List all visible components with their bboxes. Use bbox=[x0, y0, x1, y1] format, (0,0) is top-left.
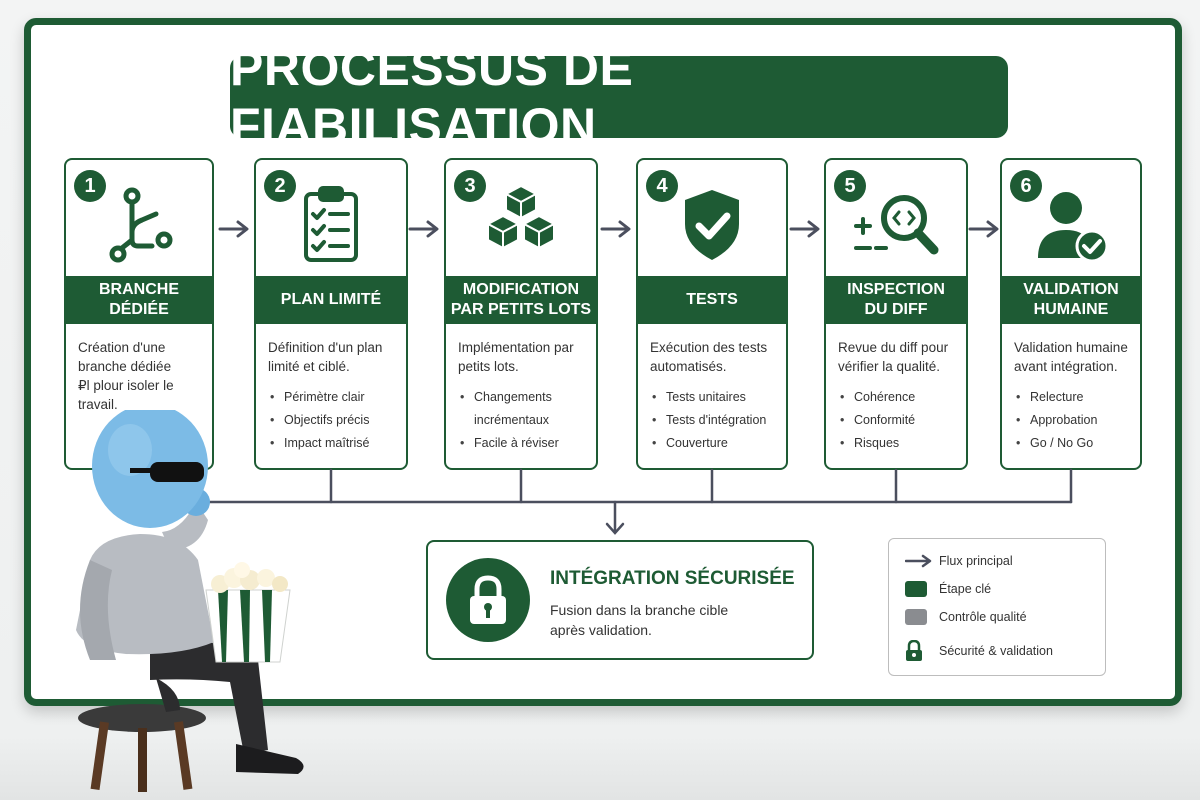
step-description: Revue du diff pour vérifier la qualité. bbox=[838, 340, 949, 374]
padlock-icon bbox=[906, 640, 922, 661]
step-description: Création d'une branche dédiée ₽l plour i… bbox=[78, 340, 174, 412]
user-check-icon bbox=[1038, 192, 1109, 263]
step-bullets: Périmètre clair Objectifs précis Impact … bbox=[268, 386, 400, 455]
diff-magnifier-icon bbox=[854, 195, 939, 255]
step-title: MODIFICATION PAR PETITS LOTS bbox=[446, 276, 596, 324]
step-bullets: Changements incrémentaux Facile à révise… bbox=[458, 386, 590, 455]
step-number: 1 bbox=[74, 170, 106, 202]
step-card-2: 2 PLAN LIMITÉ Définition d'un plan limit… bbox=[254, 158, 408, 470]
legend-item-key-step: Étape clé bbox=[905, 577, 991, 601]
flow-arrow-2-3 bbox=[408, 220, 439, 238]
step-title: TESTS bbox=[638, 276, 786, 324]
step-card-5: 5 INSPECTION DU DIFF Revue du diff pour … bbox=[824, 158, 968, 470]
clipboard-checklist-icon bbox=[304, 186, 358, 262]
step-description: Définition d'un plan limité et ciblé. bbox=[268, 340, 383, 374]
character-head bbox=[92, 410, 208, 528]
flow-arrow-1-2 bbox=[218, 220, 249, 238]
list-item: Impact maîtrisé bbox=[268, 432, 400, 455]
step-description: Validation humaine avant intégration. bbox=[1014, 340, 1128, 374]
list-item: Cohérence bbox=[838, 386, 960, 409]
legend-item-flow: Flux principal bbox=[905, 549, 1013, 573]
list-item: incrémentaux bbox=[474, 413, 550, 427]
step-number: 5 bbox=[834, 170, 866, 202]
step-number: 2 bbox=[264, 170, 296, 202]
popcorn-bucket bbox=[205, 562, 291, 663]
padlock-icon bbox=[470, 575, 506, 624]
step-card-3: 3 MODIFICATION PAR PETITS LOTS Implément… bbox=[444, 158, 598, 470]
list-item: Couverture bbox=[650, 432, 780, 455]
step-card-1: 1 BRANCHE DÉDIÉE Création d'une branche … bbox=[64, 158, 214, 470]
legend-item-quality: Contrôle qualité bbox=[905, 605, 1027, 629]
list-item: Tests unitaires bbox=[650, 386, 780, 409]
gray-swatch bbox=[905, 609, 927, 625]
list-item: Changements bbox=[458, 386, 590, 409]
shield-check-icon bbox=[685, 190, 739, 260]
cubes-icon bbox=[487, 185, 555, 249]
list-item: Go / No Go bbox=[1014, 432, 1134, 455]
arrow-icon bbox=[905, 554, 932, 568]
flow-arrow-4-5 bbox=[789, 220, 820, 238]
step-bullets: Tests unitaires Tests d'intégration Couv… bbox=[650, 386, 780, 455]
step-description: Exécution des tests automatisés. bbox=[650, 340, 768, 374]
step-card-6: 6 VALIDATION HUMAINE Validation humaine … bbox=[1000, 158, 1142, 470]
step-title: PLAN LIMITÉ bbox=[256, 276, 406, 324]
step-title: BRANCHE DÉDIÉE bbox=[66, 276, 212, 324]
list-item: Facile à réviser bbox=[458, 432, 590, 455]
legend-item-security: Sécurité & validation bbox=[905, 639, 1053, 663]
list-item: Périmètre clair bbox=[268, 386, 400, 409]
list-item: Conformité bbox=[838, 409, 960, 432]
integration-description: Fusion dans la branche cible après valid… bbox=[550, 602, 729, 638]
legend: Flux principal Étape clé Contrôle qualit… bbox=[888, 538, 1106, 676]
green-swatch bbox=[905, 581, 927, 597]
list-item: Risques bbox=[838, 432, 960, 455]
list-item: Tests d'intégration bbox=[650, 409, 780, 432]
list-item: Relecture bbox=[1014, 386, 1134, 409]
step-title: INSPECTION DU DIFF bbox=[826, 276, 966, 324]
lock-badge bbox=[446, 558, 530, 642]
step-number: 3 bbox=[454, 170, 486, 202]
branch-icon bbox=[109, 187, 173, 263]
step-title: VALIDATION HUMAINE bbox=[1002, 276, 1140, 324]
integration-title: INTÉGRATION SÉCURISÉE bbox=[550, 568, 795, 589]
step-description: Implémentation par petits lots. bbox=[458, 340, 574, 374]
step-number: 4 bbox=[646, 170, 678, 202]
flow-arrow-5-6 bbox=[968, 220, 999, 238]
step-bullets: Cohérence Conformité Risques bbox=[838, 386, 960, 455]
step-card-4: 4 TESTS Exécution des tests automatisés.… bbox=[636, 158, 788, 470]
character-illustration bbox=[76, 410, 304, 792]
flow-arrow-3-4 bbox=[600, 220, 631, 238]
integration-card: INTÉGRATION SÉCURISÉE Fusion dans la bra… bbox=[426, 540, 814, 660]
list-item: Approbation bbox=[1014, 409, 1134, 432]
stool bbox=[78, 704, 206, 792]
step-bullets: Relecture Approbation Go / No Go bbox=[1014, 386, 1134, 455]
step-number: 6 bbox=[1010, 170, 1042, 202]
list-item: Objectifs précis bbox=[268, 409, 400, 432]
